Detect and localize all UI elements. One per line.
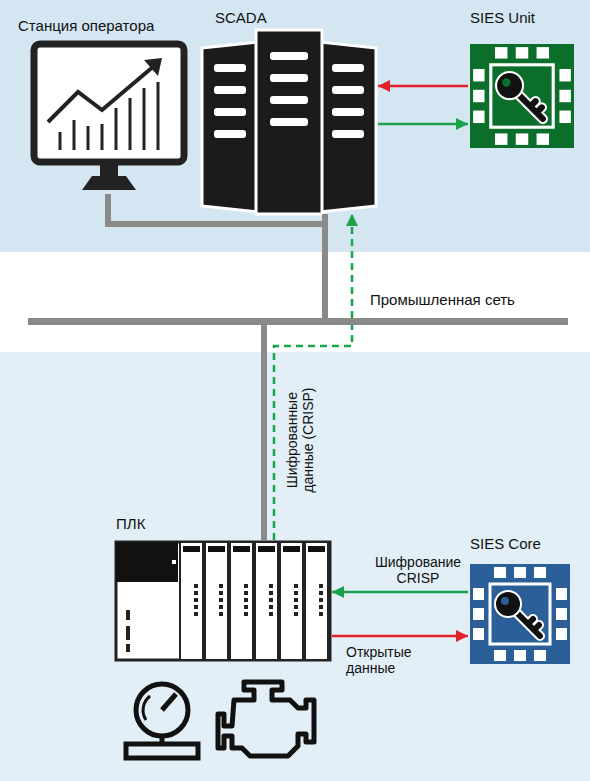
monitor-icon (34, 44, 184, 190)
plc-icon (116, 542, 330, 660)
plc: ПЛК (114, 540, 332, 662)
edge-label: Шифрование CRISP (358, 554, 478, 586)
server-icon (202, 30, 376, 214)
connector (322, 214, 328, 318)
sies-core-chip (470, 564, 570, 664)
connector (274, 214, 352, 540)
node-label: SIES Unit (470, 9, 535, 26)
edge-label: Открытые данные (346, 644, 456, 676)
scada-server: SCADA (198, 28, 378, 214)
pressure-gauge-icon (126, 684, 198, 758)
connector (108, 194, 325, 224)
sies-unit-chip (470, 44, 574, 148)
node-label: ПЛК (116, 515, 145, 532)
connector (378, 85, 468, 88)
connector (378, 123, 468, 126)
connector (261, 325, 267, 540)
engine-icon (218, 682, 314, 756)
node-label: Станция оператора (18, 17, 154, 34)
node-label: SIES Core (470, 535, 541, 552)
connector (332, 591, 468, 594)
network-label: Промышленная сеть (370, 291, 515, 308)
operator-station: Станция оператора (28, 40, 188, 194)
node-label: SCADA (215, 9, 267, 26)
connector (332, 635, 468, 638)
sies-core: SIES Core (468, 560, 572, 668)
edge-label: Шифрованные данные (CRISP) (284, 375, 316, 505)
industrial-network: Промышленная сеть (28, 318, 568, 325)
sies-unit: SIES Unit (468, 36, 576, 156)
server-slots (214, 52, 364, 138)
